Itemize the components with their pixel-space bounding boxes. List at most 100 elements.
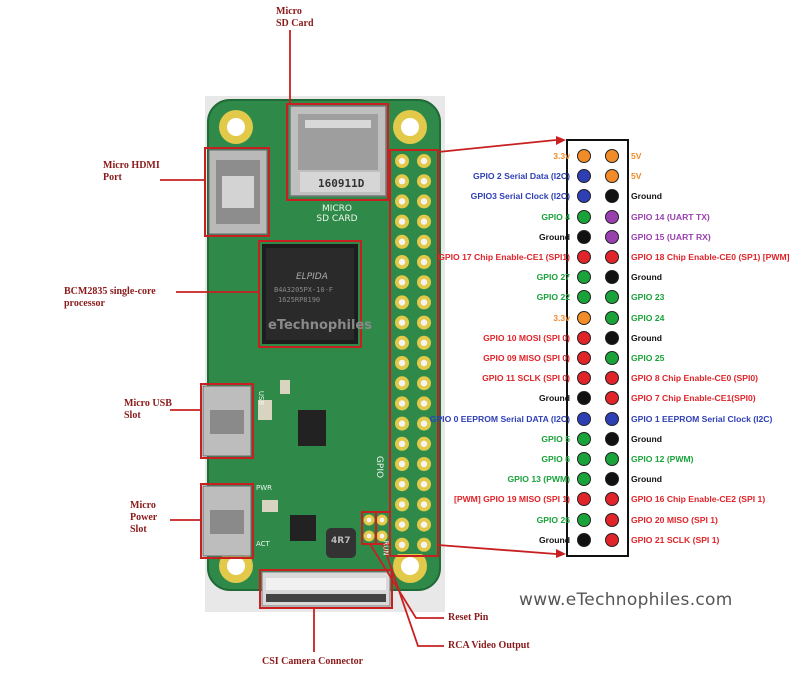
pin-label-right: GPIO 12 (PWM) <box>631 454 694 464</box>
pin-label-right: GPIO 21 SCLK (SPI 1) <box>631 534 720 545</box>
sd-code: 160911D <box>318 177 365 190</box>
pin-dot-right <box>605 532 619 547</box>
pin-dot-left <box>577 492 591 507</box>
pin-label-left: 3.3v <box>553 312 570 323</box>
header-pad-hole <box>420 440 428 447</box>
header-pad-hole <box>420 460 428 468</box>
pin-label-left: GPIO 22 <box>536 292 570 303</box>
pin-label-left: GPIO3 Serial Clock (I2C) <box>470 191 570 202</box>
header-pad-hole <box>398 541 406 548</box>
run-silk: RUN <box>381 540 390 556</box>
pin-label-left: [PWM] GPIO 19 MISO (SPI 1) <box>453 494 570 505</box>
label-micro-sd-card: Micro SD Card <box>276 6 314 29</box>
pin-dot-left <box>577 209 591 224</box>
pin-dot-right <box>605 169 619 184</box>
pin-label-right: Ground <box>631 191 663 202</box>
watermark: www.eTechnophiles.com <box>519 590 733 610</box>
pin-dot-right <box>605 431 619 446</box>
header-pad-hole <box>398 279 406 286</box>
chip-code: B4A3205PX-10-F <box>274 286 334 294</box>
header-pad-hole <box>398 359 406 367</box>
pin-label-right: 5V <box>631 151 642 161</box>
usb-silk: USB <box>257 390 266 406</box>
pin-dot-right <box>605 411 619 426</box>
pin-label-left: GPIO 10 MOSI (SPI 0) <box>483 332 570 343</box>
act-silk: ACT <box>256 540 270 548</box>
pin-dot-left <box>577 351 591 365</box>
pin-dot-right <box>605 351 619 365</box>
header-pad-hole <box>398 258 406 266</box>
header-pad-hole <box>420 198 428 205</box>
pin-dot-right <box>605 290 619 305</box>
gpio-header-pads <box>392 152 436 554</box>
label-micro-hdmi: Micro HDMI Port <box>103 160 160 183</box>
pin-dot-right <box>605 149 619 163</box>
label-csi-camera: CSI Camera Connector <box>262 656 364 667</box>
header-pad-hole <box>398 157 406 165</box>
pin-dot-left <box>577 229 591 244</box>
pin-dot-right <box>605 492 619 507</box>
header-pad-hole <box>420 279 428 286</box>
header-pad-hole <box>420 359 428 367</box>
header-pad-hole <box>420 238 428 245</box>
header-pad-hole <box>420 521 428 528</box>
pin-dot-right <box>605 310 619 325</box>
pin-dot-left <box>577 330 591 345</box>
label-micro-power: Micro Power Slot <box>130 500 158 535</box>
label-micro-usb: Micro USB Slot <box>124 398 172 421</box>
header-pad-hole <box>420 339 428 346</box>
pin-dot-left <box>577 371 591 386</box>
header-pad-hole <box>398 198 406 205</box>
pin-label-left: GPIO 09 MISO (SPI 0) <box>483 353 570 363</box>
pin-dot-right <box>605 371 619 386</box>
pin-label-left: GPIO 13 (PWM) <box>507 474 570 485</box>
pin-label-right: GPIO 16 Chip Enable-CE2 (SPI 1) <box>631 494 766 505</box>
pin-dot-right <box>605 189 619 204</box>
chip-brand: ELPIDA <box>296 272 328 282</box>
header-pad-hole <box>398 400 406 407</box>
pin-dot-left <box>577 452 591 466</box>
header-pad-hole <box>398 521 406 528</box>
pin-label-left: GPIO 5 <box>541 433 570 444</box>
header-pad-hole <box>398 420 406 427</box>
gpio-silk: GPIO <box>374 455 385 479</box>
label-processor: BCM2835 single-core processor <box>64 286 156 309</box>
pin-label-left: GPIO 4 <box>541 211 570 222</box>
pin-dot-left <box>577 512 591 527</box>
pin-label-left: GPIO 27 <box>536 272 570 283</box>
pin-label-right: 5V <box>631 171 642 182</box>
header-pad-hole <box>420 319 428 326</box>
header-pad-hole <box>398 481 406 488</box>
pin-label-right: GPIO 1 EEPROM Serial Clock (I2C) <box>631 413 773 424</box>
header-pad-hole <box>398 319 406 326</box>
header-pad-hole <box>420 541 428 548</box>
header-pad-hole <box>398 501 406 508</box>
pin-dot-right <box>605 229 619 244</box>
header-pad-hole <box>398 299 406 306</box>
header-pad-hole <box>398 460 406 468</box>
pin-dot-left <box>577 472 591 487</box>
pin-label-right: Ground <box>631 433 663 444</box>
pin-dot-left <box>577 391 591 406</box>
pin-dot-left <box>577 532 591 547</box>
pin-dot-left <box>577 431 591 446</box>
header-pad-hole <box>398 380 406 387</box>
pin-dot-right <box>605 512 619 527</box>
pin-label-right: GPIO 15 (UART RX) <box>631 231 711 242</box>
pin-label-right: Ground <box>631 332 663 343</box>
pin-label-left: GPIO 2 Serial Data (I2C) <box>473 171 570 182</box>
header-pad-hole <box>420 481 428 488</box>
pin-dot-right <box>605 452 619 466</box>
header-pad-hole <box>398 238 406 245</box>
pin-label-right: GPIO 7 Chip Enable-CE1(SPI0) <box>631 393 756 404</box>
pin-dot-left <box>577 169 591 184</box>
label-reset-pin: Reset Pin <box>448 612 489 623</box>
pin-label-right: GPIO 20 MISO (SPI 1) <box>631 514 718 525</box>
pin-label-right: GPIO 8 Chip Enable-CE0 (SPI0) <box>631 373 759 384</box>
pin-label-right: Ground <box>631 272 663 283</box>
pin-dot-left <box>577 250 591 264</box>
pin-label-left: GPIO 11 SCLK (SPI 0) <box>482 373 570 384</box>
pin-dot-right <box>605 330 619 345</box>
sd-slot-silk: MICRO SD CARD <box>316 204 358 224</box>
